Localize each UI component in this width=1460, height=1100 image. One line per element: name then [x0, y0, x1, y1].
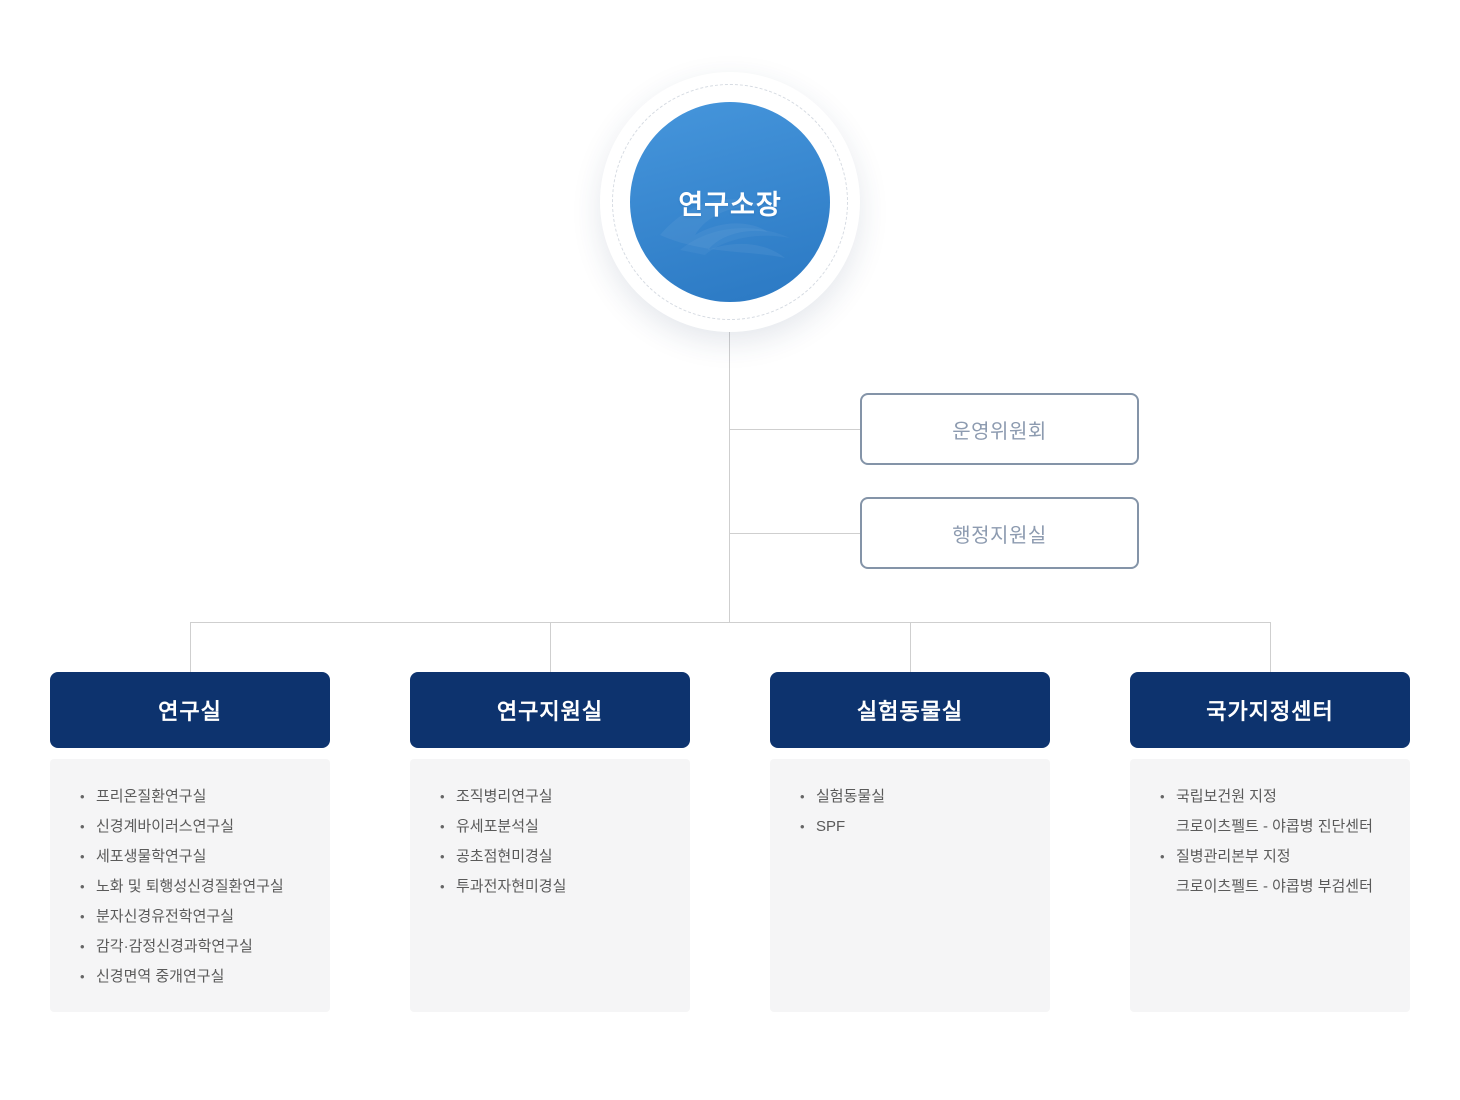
- item-label: 신경면역 중개연구실: [96, 968, 225, 985]
- committee-box-admin: 행정지원실: [860, 497, 1139, 569]
- dept-lab-animals: 실험동물실 • 실험동물실 • SPF: [770, 672, 1050, 1012]
- bullet-icon: •: [80, 789, 85, 804]
- list-item: • 실험동물실: [770, 782, 1032, 812]
- bullet-icon: •: [440, 819, 445, 834]
- list-item: • 분자신경유전학연구실: [50, 902, 312, 932]
- item-label: 노화 및 퇴행성신경질환연구실: [96, 878, 284, 895]
- item-label: 공초점현미경실: [456, 848, 553, 865]
- connector-drop-2: [550, 622, 551, 672]
- item-label: 실험동물실: [816, 788, 886, 805]
- committee-box-steering: 운영위원회: [860, 393, 1139, 465]
- director-label: 연구소장: [678, 189, 782, 220]
- committee-label: 운영위원회: [952, 420, 1047, 443]
- list-item: • 공초점현미경실: [410, 842, 672, 872]
- director-node: 연구소장: [600, 72, 860, 332]
- dept-title: 연구실: [158, 699, 222, 724]
- dashed-ring: [612, 84, 848, 320]
- dept-national-centers: 국가지정센터 • 국립보건원 지정 크로이츠펠트 - 야콥병 진단센터 • 질병관리…: [1130, 672, 1410, 1012]
- connector-branch-steering: [730, 429, 860, 430]
- bullet-icon: •: [440, 879, 445, 894]
- dept-research-labs: 연구실 • 프리온질환연구실 • 신경계바이러스연구실 • 세포생물학연구실 • 노화 …: [50, 672, 330, 1012]
- bullet-icon: •: [800, 819, 805, 834]
- committee-label: 행정지원실: [952, 524, 1047, 547]
- dept-title: 실험동물실: [856, 699, 964, 724]
- bullet-icon: •: [80, 879, 85, 894]
- item-label: 유세포분석실: [456, 818, 539, 835]
- connector-drop-4: [1270, 622, 1271, 672]
- bullet-icon: •: [440, 849, 445, 864]
- item-label: 국립보건원 지정: [1176, 788, 1277, 805]
- dept-header: 연구지원실: [410, 672, 690, 748]
- dept-title: 국가지정센터: [1206, 699, 1334, 724]
- list-item: • SPF: [770, 812, 1032, 842]
- bullet-icon: •: [440, 789, 445, 804]
- item-label: 조직병리연구실: [456, 788, 553, 805]
- dept-item-list: • 국립보건원 지정 크로이츠펠트 - 야콥병 진단센터 • 질병관리본부 지정 크…: [1130, 782, 1392, 902]
- list-item: • 투과전자현미경실: [410, 872, 672, 902]
- bullet-icon: •: [80, 969, 85, 984]
- bullet-icon: •: [1160, 789, 1165, 804]
- list-item: • 노화 및 퇴행성신경질환연구실: [50, 872, 312, 902]
- director-circle: 연구소장: [630, 102, 830, 302]
- dept-header: 국가지정센터: [1130, 672, 1410, 748]
- dept-item-list: • 프리온질환연구실 • 신경계바이러스연구실 • 세포생물학연구실 • 노화 및 퇴행…: [50, 782, 312, 992]
- dept-panel: • 프리온질환연구실 • 신경계바이러스연구실 • 세포생물학연구실 • 노화 및 퇴행…: [50, 759, 330, 1012]
- bullet-icon: •: [80, 819, 85, 834]
- list-item: • 조직병리연구실: [410, 782, 672, 812]
- list-item: • 세포생물학연구실: [50, 842, 312, 872]
- item-label: 질병관리본부 지정: [1176, 848, 1291, 865]
- logo-watermark-icon: [660, 199, 790, 258]
- list-item: • 신경계바이러스연구실: [50, 812, 312, 842]
- item-label: 프리온질환연구실: [96, 788, 207, 805]
- dept-panel: • 국립보건원 지정 크로이츠펠트 - 야콥병 진단센터 • 질병관리본부 지정 크…: [1130, 759, 1410, 1012]
- item-label: 신경계바이러스연구실: [96, 818, 235, 835]
- connector-crossbar: [190, 622, 1271, 623]
- item-label: 투과전자현미경실: [456, 878, 567, 895]
- connector-branch-admin: [730, 533, 860, 534]
- list-item: • 감각·감정신경과학연구실: [50, 932, 312, 962]
- item-sublabel: 크로이츠펠트 - 야콥병 부검센터: [1176, 878, 1373, 895]
- list-item: • 프리온질환연구실: [50, 782, 312, 812]
- list-item: • 국립보건원 지정 크로이츠펠트 - 야콥병 진단센터: [1130, 782, 1392, 842]
- dept-header: 실험동물실: [770, 672, 1050, 748]
- list-item: • 신경면역 중개연구실: [50, 962, 312, 992]
- connector-drop-1: [190, 622, 191, 672]
- bullet-icon: •: [80, 939, 85, 954]
- dept-panel: • 실험동물실 • SPF: [770, 759, 1050, 1012]
- dept-header: 연구실: [50, 672, 330, 748]
- item-label: 분자신경유전학연구실: [96, 908, 235, 925]
- dept-item-list: • 조직병리연구실 • 유세포분석실 • 공초점현미경실 • 투과전자현미경실: [410, 782, 672, 902]
- connector-trunk: [729, 330, 730, 622]
- item-sublabel: 크로이츠펠트 - 야콥병 진단센터: [1176, 818, 1373, 835]
- bullet-icon: •: [80, 909, 85, 924]
- dept-item-list: • 실험동물실 • SPF: [770, 782, 1032, 842]
- list-item: • 질병관리본부 지정 크로이츠펠트 - 야콥병 부검센터: [1130, 842, 1392, 902]
- dept-title: 연구지원실: [496, 699, 604, 724]
- list-item: • 유세포분석실: [410, 812, 672, 842]
- bullet-icon: •: [80, 849, 85, 864]
- item-label: 감각·감정신경과학연구실: [96, 938, 253, 955]
- connector-drop-3: [910, 622, 911, 672]
- bullet-icon: •: [1160, 849, 1165, 864]
- bullet-icon: •: [800, 789, 805, 804]
- item-label: 세포생물학연구실: [96, 848, 207, 865]
- dept-panel: • 조직병리연구실 • 유세포분석실 • 공초점현미경실 • 투과전자현미경실: [410, 759, 690, 1012]
- item-label: SPF: [816, 818, 846, 835]
- dept-research-support: 연구지원실 • 조직병리연구실 • 유세포분석실 • 공초점현미경실 • 투과전자현미경…: [410, 672, 690, 1012]
